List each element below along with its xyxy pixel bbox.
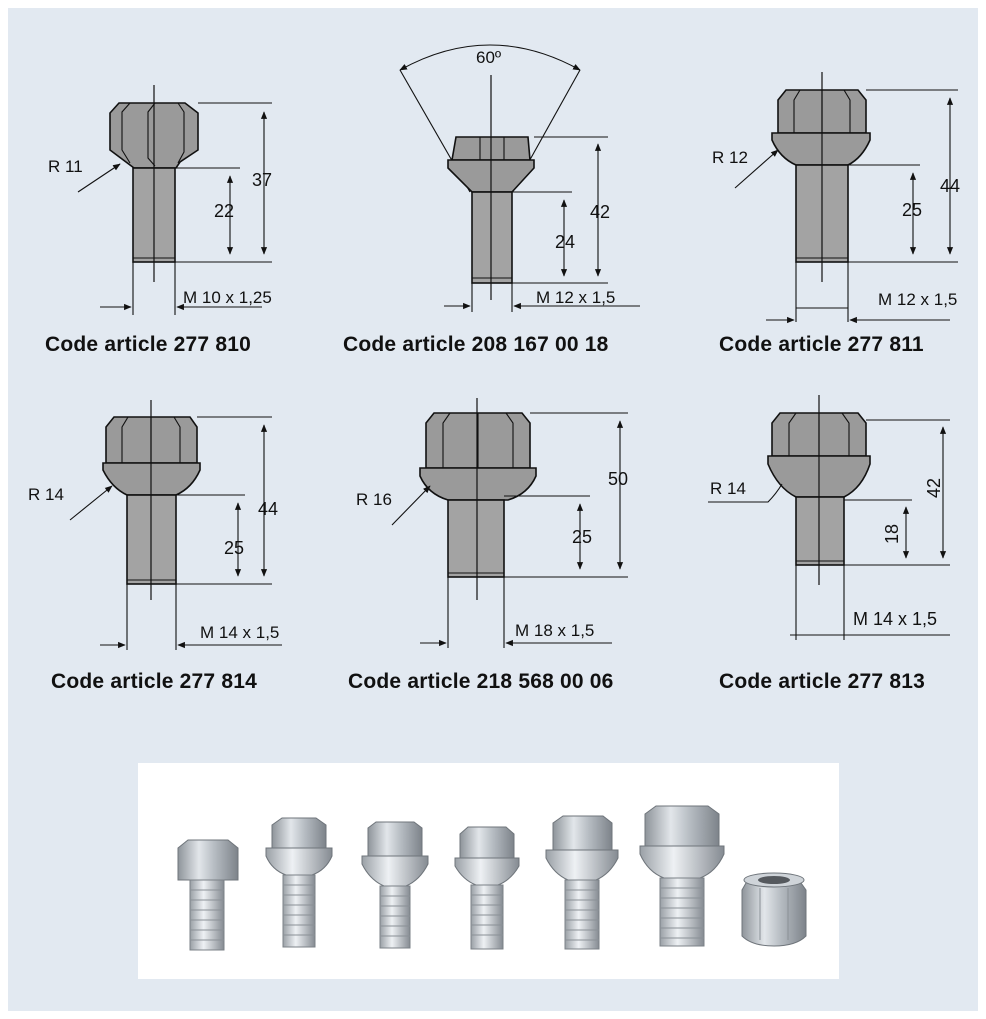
- thread-label: M 12 x 1,5: [536, 288, 615, 307]
- bolt-drawing-218-568-00-06: [391, 398, 628, 648]
- photo-bolt-5: [545, 815, 619, 950]
- bolt-drawing-277-814: [69, 400, 282, 650]
- article-code: Code article 218 568 00 06: [348, 670, 614, 693]
- thread-label: M 10 x 1,25: [183, 288, 272, 307]
- bolt-drawing-277-811: [734, 72, 958, 324]
- radius-label: R 12: [712, 148, 748, 167]
- thread-label: M 14 x 1,5: [200, 623, 279, 642]
- thread-label: M 12 x 1,5: [878, 290, 957, 309]
- photo-bolt-4: [454, 826, 520, 950]
- radius-label: R 14: [28, 485, 64, 504]
- shank-length-label: 18: [882, 524, 902, 544]
- shank-length-label: 24: [555, 232, 575, 252]
- total-length-label: 44: [940, 176, 960, 196]
- shank-length-label: 25: [224, 538, 244, 558]
- radius-label: R 11: [48, 157, 83, 176]
- photo-bolt-6: [639, 805, 725, 947]
- product-photo: [177, 805, 807, 951]
- article-code: Code article 277 811: [719, 333, 924, 356]
- total-length-label: 42: [590, 202, 610, 222]
- shank-length-label: 22: [214, 201, 234, 221]
- thread-label: M 14 x 1,5: [853, 609, 937, 629]
- photo-bolt-1: [177, 839, 239, 951]
- photo-nut: [741, 872, 807, 947]
- bolt-drawing-277-810: [77, 85, 272, 315]
- shank-length-label: 25: [902, 200, 922, 220]
- shank-length-label: 25: [572, 527, 592, 547]
- total-length-label: 44: [258, 499, 278, 519]
- radius-label: R 14: [710, 479, 746, 498]
- total-length-label: 50: [608, 469, 628, 489]
- article-code: Code article 277 813: [719, 670, 925, 693]
- radius-label: R 16: [356, 490, 392, 509]
- total-length-label: 37: [252, 170, 272, 190]
- photo-bolt-3: [361, 821, 429, 949]
- article-code: Code article 208 167 00 18: [343, 333, 609, 356]
- photo-bolt-2: [265, 817, 333, 948]
- bolt-drawing-208-167-00-18: [399, 44, 640, 312]
- bolt-drawing-277-813: [708, 395, 950, 640]
- angle-label: 60º: [476, 48, 501, 67]
- article-code: Code article 277 810: [45, 333, 251, 356]
- thread-label: M 18 x 1,5: [515, 621, 594, 640]
- article-code: Code article 277 814: [51, 670, 257, 693]
- total-length-label: 42: [924, 478, 944, 498]
